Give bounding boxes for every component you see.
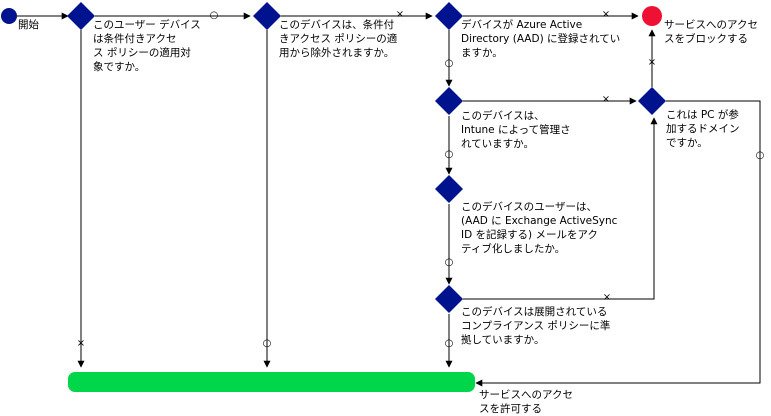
decision-q7-diamond	[638, 87, 666, 115]
q1-label: このユーザー デバイス は条件付きアクセ ス ポリシーの適用対 象ですか。	[93, 19, 201, 73]
yes-mark-q5: ○	[444, 257, 454, 268]
yes-mark-q4: ○	[444, 149, 454, 160]
q3-label: デバイスが Azure Active Directory (AAD) に登録され…	[461, 19, 621, 59]
no-mark-q6: ×	[602, 292, 612, 303]
no-mark-q3: ×	[601, 9, 611, 20]
yes-mark-q7: ○	[755, 150, 765, 161]
yes-mark-q3: ○	[444, 58, 454, 69]
q7-label: これは PC が参 加するドメイン ですか。	[666, 109, 740, 149]
decision-q5-diamond	[435, 175, 463, 203]
yes-mark-q2: ○	[262, 338, 272, 349]
allow-label: サービスへのアクセ スを許可する	[479, 389, 573, 415]
decision-q3-diamond	[435, 2, 463, 30]
yes-mark-q6: ○	[444, 338, 454, 349]
decision-q2-diamond	[253, 2, 281, 30]
no-mark-q4: ×	[601, 94, 611, 105]
no-mark-q1: ×	[76, 338, 86, 349]
start-label: 開始	[18, 19, 39, 31]
decision-q1-diamond	[67, 2, 95, 30]
decision-q6-diamond	[435, 285, 463, 313]
yes-mark-q1: ○	[209, 10, 219, 21]
start-node	[1, 8, 17, 24]
no-mark-q2: ×	[395, 9, 405, 20]
q2-label: このデバイスは、条件付 きアクセス ポリシーの適 用から除外されますか。	[279, 19, 398, 59]
q6-label: このデバイスは展開されている コンプライアンス ポリシーに準 拠していますか。	[461, 306, 611, 346]
block-label: サービスへのアクセ スをブロックする	[664, 19, 758, 45]
q5-label: このデバイスのユーザーは、 (AAD に Exchange ActiveSync…	[461, 201, 618, 255]
no-mark-q7: ×	[647, 57, 657, 68]
allow-bar	[68, 372, 475, 392]
connector-q6-q7	[463, 117, 658, 300]
connector-q7-allow	[475, 100, 761, 387]
decision-q4-diamond	[435, 87, 463, 115]
block-node	[642, 6, 662, 26]
q4-label: このデバイスは、 Intune によって管理さ れていますか。	[461, 110, 571, 150]
